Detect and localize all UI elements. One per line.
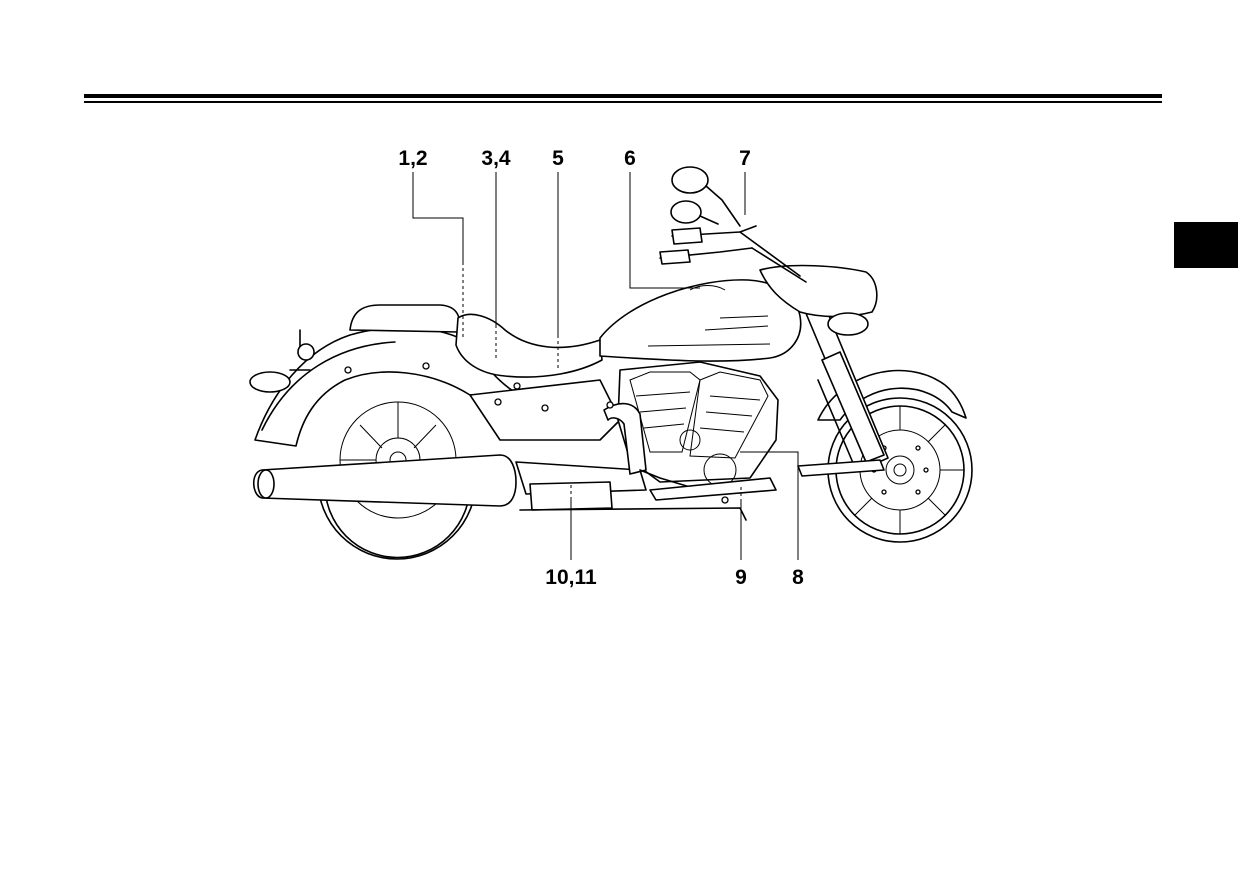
mirror-left bbox=[671, 201, 701, 223]
turn-signal-front bbox=[828, 313, 868, 335]
rider-seat bbox=[456, 314, 602, 377]
front-floorboard bbox=[798, 460, 884, 476]
passenger-seat bbox=[350, 305, 459, 332]
fuel-tank bbox=[600, 280, 801, 361]
turn-signal-rear bbox=[250, 372, 290, 392]
mirror-right bbox=[672, 167, 708, 193]
handlebar bbox=[660, 167, 806, 282]
